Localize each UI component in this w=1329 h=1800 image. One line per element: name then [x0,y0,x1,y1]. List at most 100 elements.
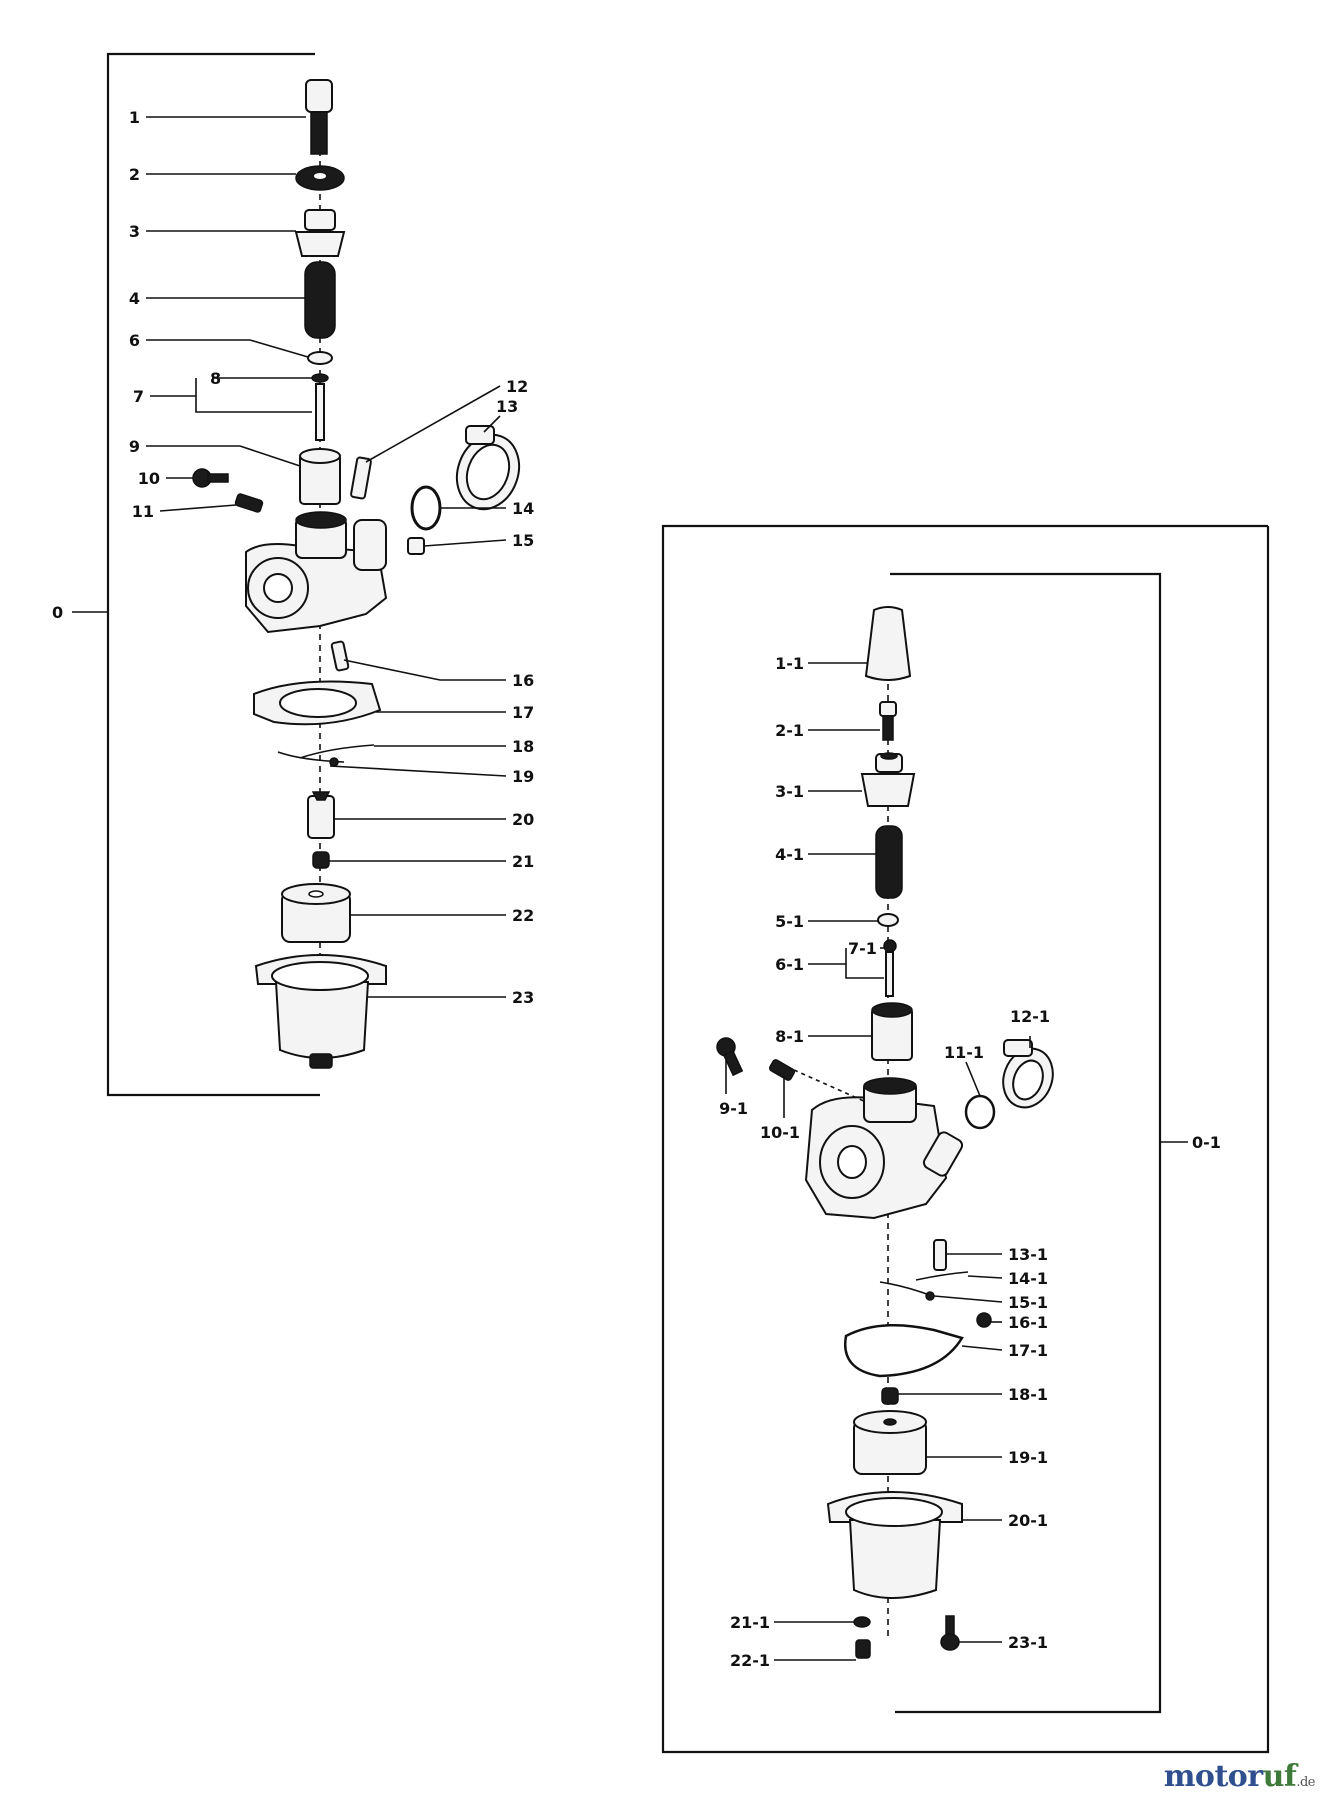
label-right-20-1: 20-1 [1008,1511,1048,1530]
part-10-screw [192,468,229,488]
part-2-nut [295,165,345,191]
part-2-1-screw [879,701,897,741]
label-left-13: 13 [496,397,518,416]
label-left-16: 16 [512,671,534,690]
label-right-12-1: 12-1 [1010,1007,1050,1026]
part-20-main-nozzle [307,791,335,839]
label-left-20: 20 [512,810,534,829]
part-12-fitting [350,456,372,500]
label-left-7: 7 [133,387,144,406]
left-part-labels: 1 2 3 4 6 7 8 9 10 11 12 13 14 15 16 17 … [129,108,534,1007]
part-20-1-float-bowl [826,1491,963,1599]
part-17-gasket [253,680,382,726]
label-left-19: 19 [512,767,534,786]
label-left-14: 14 [512,499,534,518]
part-18-1-main-jet [881,1387,899,1405]
label-right-22-1: 22-1 [730,1651,770,1670]
part-19-1-float [853,1410,927,1475]
right-leader-lines [725,662,1031,1661]
part-6-1-needle [885,951,894,997]
label-left-17: 17 [512,703,534,722]
label-right-1-1: 1-1 [775,654,804,673]
label-right-21-1: 21-1 [730,1613,770,1632]
label-left-22: 22 [512,906,534,925]
part-1-adjuster-screw [305,79,333,155]
label-right-4-1: 4-1 [775,845,804,864]
part-13-1-jet [933,1239,947,1271]
part-14-1-15-1-float-arm [879,1271,969,1301]
assembly-frame-right: 0-1 [661,524,1270,1754]
label-right-15-1: 15-1 [1008,1293,1048,1312]
part-8-ring [311,373,329,383]
label-left-2: 2 [129,165,140,184]
left-leader-lines [146,116,507,998]
part-6-clip [307,351,333,365]
label-left-18: 18 [512,737,534,756]
brand-name-part1: motor [1163,1759,1263,1794]
label-right-7-1: 7-1 [848,939,877,958]
label-right-11-1: 11-1 [944,1043,984,1062]
part-12-1-clamp [1002,1039,1054,1109]
part-11-idle-screw [234,493,264,513]
part-15-plug [407,537,425,555]
assembly-label-right: 0-1 [1192,1133,1221,1152]
label-right-16-1: 16-1 [1008,1313,1048,1332]
label-left-10: 10 [138,469,160,488]
part-9-1-screw [716,1037,744,1077]
label-right-5-1: 5-1 [775,912,804,931]
part-9-throttle-valve [299,448,341,505]
label-right-8-1: 8-1 [775,1027,804,1046]
label-right-13-1: 13-1 [1008,1245,1048,1264]
part-16-jet [330,640,350,672]
part-11-1-o-ring [964,1094,996,1130]
label-left-9: 9 [129,437,140,456]
brand-tld: .de [1296,1775,1315,1790]
brand-name-part2: uf [1262,1759,1297,1794]
assembly-frame-left: 0 [52,52,320,1097]
label-right-9-1: 9-1 [719,1099,748,1118]
part-4-1-spring [875,825,903,899]
part-23-1-bowl-screw [940,1615,960,1651]
label-left-1: 1 [129,108,140,127]
label-right-19-1: 19-1 [1008,1448,1048,1467]
label-left-23: 23 [512,988,534,1007]
label-left-6: 6 [129,331,140,350]
label-right-10-1: 10-1 [760,1123,800,1142]
part-21-1-washer [853,1616,871,1628]
right-parts [716,606,1054,1659]
label-right-6-1: 6-1 [775,955,804,974]
part-17-1-gasket [843,1323,964,1378]
part-7-1-ring [883,939,897,953]
label-left-3: 3 [129,222,140,241]
part-10-1-idle-screw [768,1059,796,1081]
label-left-12: 12 [506,377,528,396]
right-part-labels: 1-1 2-1 3-1 4-1 5-1 6-1 7-1 8-1 9-1 10-1… [719,654,1050,1670]
label-right-18-1: 18-1 [1008,1385,1048,1404]
label-right-3-1: 3-1 [775,782,804,801]
left-parts [192,79,521,1069]
part-22-1-drain-screw [855,1639,871,1659]
part-21-main-jet [312,851,330,869]
part-14-gasket [410,485,442,531]
label-right-17-1: 17-1 [1008,1341,1048,1360]
label-left-15: 15 [512,531,534,550]
part-16-1-pin [976,1312,992,1328]
part-13-clamp [455,425,521,511]
carburetor-body-right [804,1077,964,1220]
label-right-23-1: 23-1 [1008,1633,1048,1652]
label-left-21: 21 [512,852,534,871]
carburetor-body-left [245,511,388,634]
label-right-2-1: 2-1 [775,721,804,740]
label-left-11: 11 [132,502,154,521]
part-1-1-cap [864,606,912,681]
part-5-1-clip [877,913,899,927]
label-right-14-1: 14-1 [1008,1269,1048,1288]
part-3-1-cap [860,752,916,807]
part-8-1-throttle-valve [871,1002,913,1061]
part-4-spring [304,261,336,339]
part-3-cap [294,209,346,257]
part-23-float-bowl [254,954,387,1069]
part-22-float [281,883,351,943]
assembly-label-left: 0 [52,603,63,622]
